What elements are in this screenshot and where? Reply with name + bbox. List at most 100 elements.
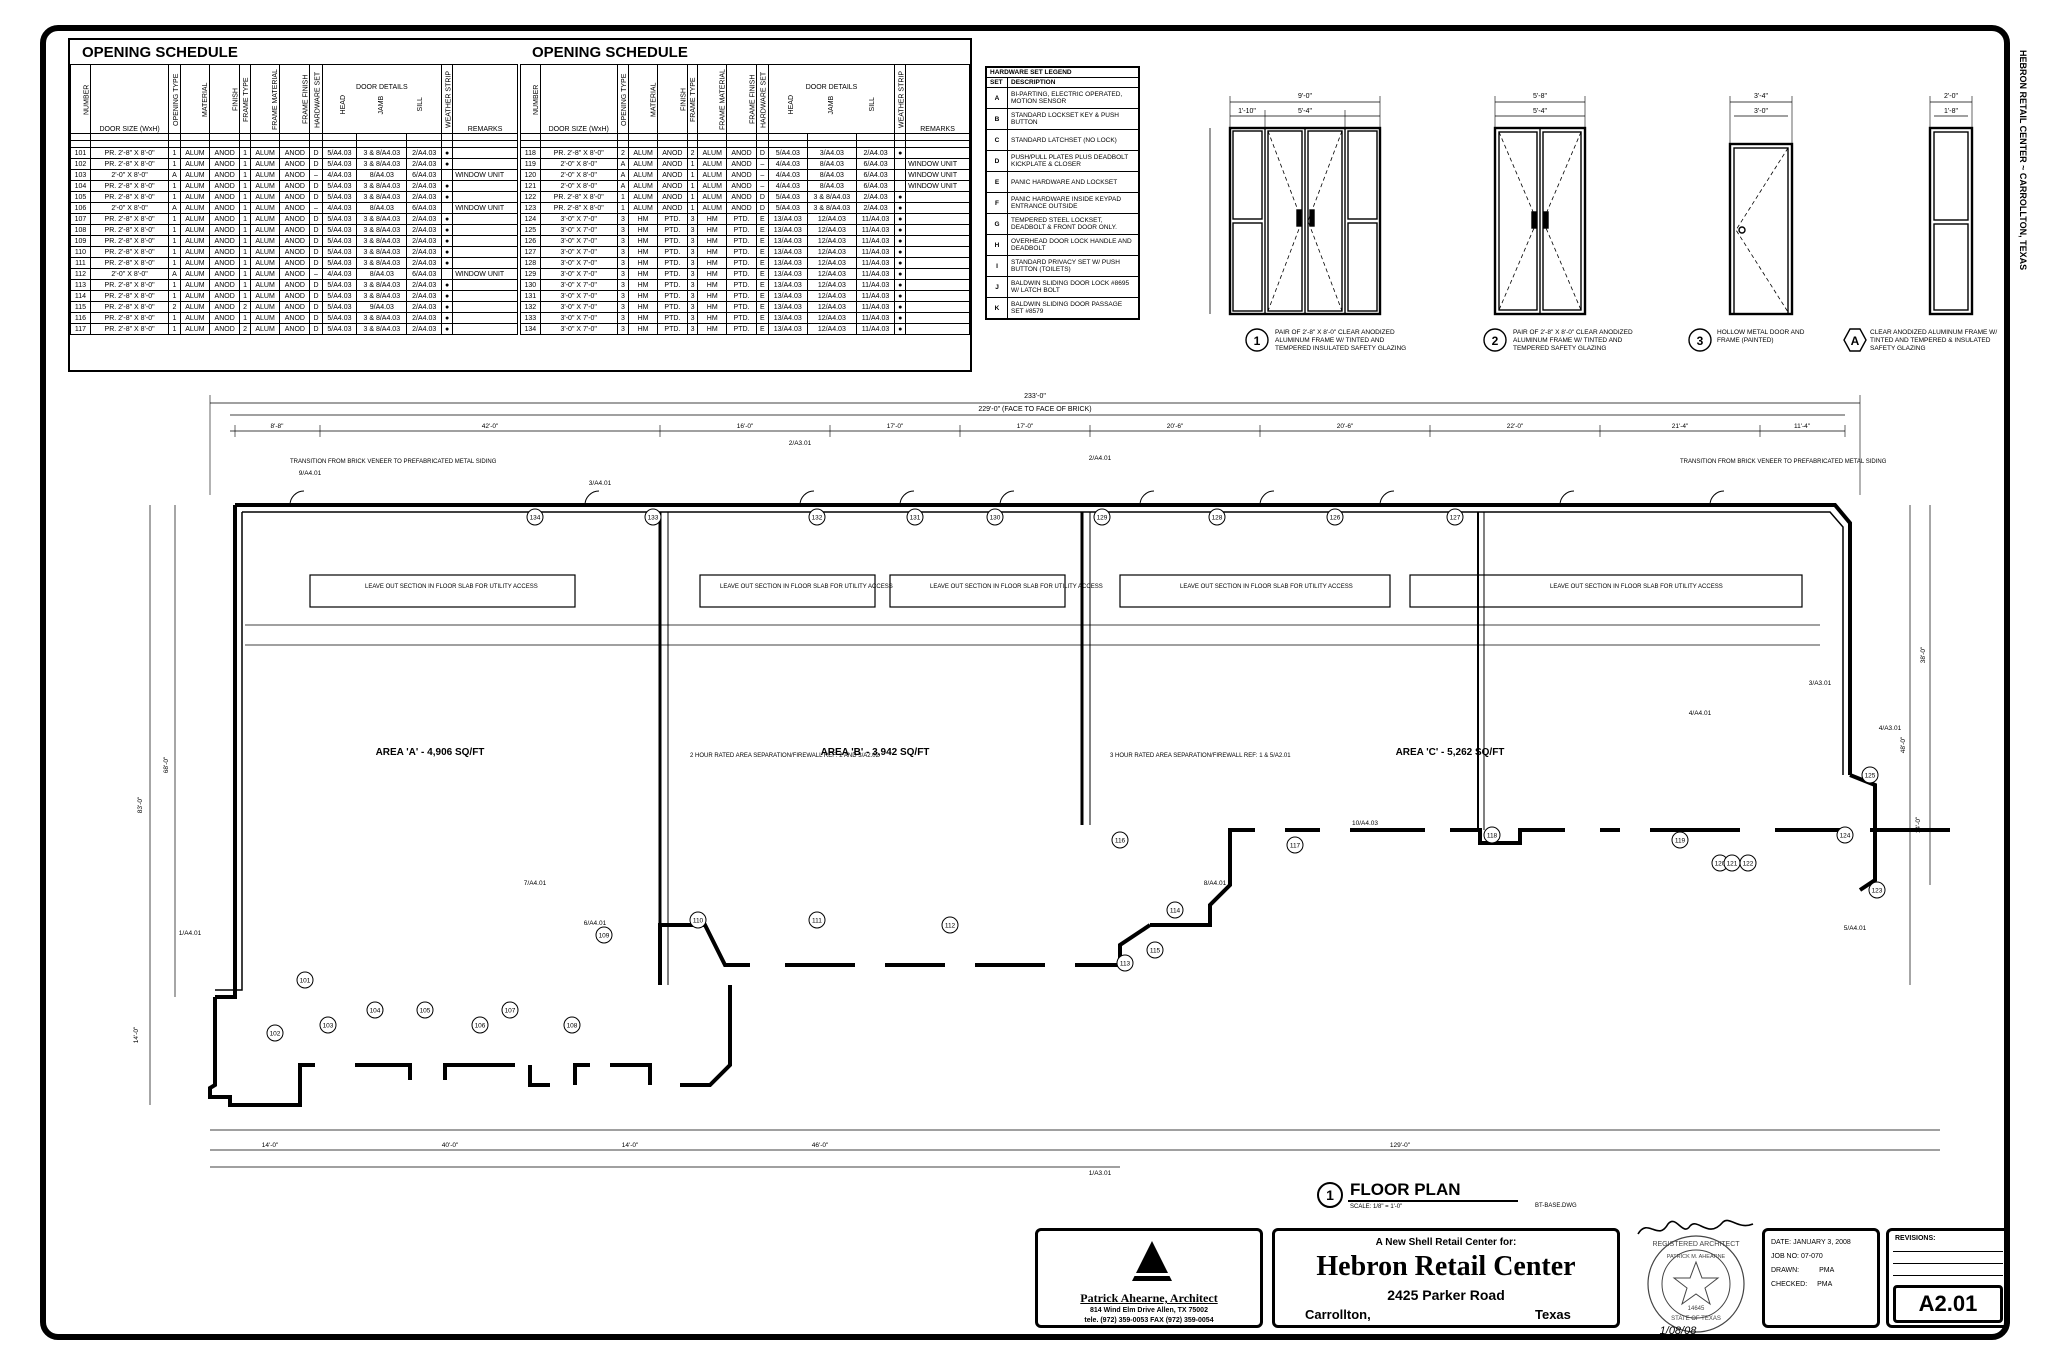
table-cell: ANOD: [209, 246, 241, 258]
schedule-header-head: HEAD: [787, 94, 795, 115]
table-cell: 2'-0" X 8'-0": [539, 180, 618, 192]
table-cell: ALUM: [697, 180, 728, 192]
table-cell: 13/A4.03: [767, 213, 808, 225]
schedule-header-head: HEAD: [340, 94, 348, 115]
table-cell: 8/A4.03: [806, 158, 857, 170]
table-cell: ●: [441, 158, 454, 170]
table-cell: 3 & 8/A4.03: [356, 290, 408, 302]
table-cell: 1: [686, 180, 699, 192]
table-cell: PR. 2'-8" X 8'-0": [89, 191, 170, 203]
table-cell: 3 & 8/A4.03: [356, 279, 408, 291]
slab-note-c2: LEAVE OUT SECTION IN FLOOR SLAB FOR UTIL…: [1550, 584, 1723, 590]
table-cell: ALUM: [179, 235, 211, 247]
elev2-note: PAIR OF 2'-8" X 8'-0" CLEAR ANODIZED ALU…: [1513, 329, 1633, 352]
table-cell: ALUM: [179, 202, 211, 214]
table-cell: A: [616, 158, 630, 170]
legend-description: BI-PARTING, ELECTRIC OPERATED, MOTION SE…: [1007, 87, 1140, 109]
table-cell: ANOD: [726, 169, 757, 181]
table-cell: ●: [894, 191, 907, 203]
table-cell: E: [755, 312, 769, 324]
left-dimension: 14'-0": [133, 1026, 140, 1043]
table-cell: ●: [894, 279, 907, 291]
table-cell: PR. 2'-8" X 8'-0": [539, 202, 618, 214]
table-cell: ALUM: [249, 312, 281, 324]
door-tag-circle: [986, 508, 1004, 526]
table-cell: [905, 257, 970, 269]
table-cell: 2/A4.03: [406, 147, 443, 159]
table-cell: ALUM: [697, 169, 728, 181]
top-dimension: 8'-8": [271, 423, 285, 430]
table-cell: 13/A4.03: [767, 235, 808, 247]
project-title-block: A New Shell Retail Center for: Hebron Re…: [1272, 1228, 1620, 1328]
table-cell: ALUM: [628, 158, 658, 170]
table-cell: ANOD: [279, 323, 311, 335]
table-cell: ALUM: [249, 180, 281, 192]
table-cell: 3 & 8/A4.03: [356, 191, 408, 203]
table-cell: 111: [70, 257, 91, 269]
table-cell: [441, 169, 454, 181]
table-cell: ANOD: [657, 147, 688, 159]
table-cell: 115: [70, 301, 91, 313]
table-cell: ●: [441, 257, 454, 269]
table-cell: 12/A4.03: [806, 290, 857, 302]
table-cell: 5/A4.03: [321, 257, 358, 269]
floor-plan-file: BT-BASE.DWG: [1535, 1203, 1577, 1209]
table-cell: 1: [168, 323, 181, 335]
schedule-header-finish: FINISH: [209, 64, 240, 134]
table-cell: 3: [616, 213, 630, 225]
table-cell: ANOD: [209, 235, 241, 247]
table-cell: 116: [70, 312, 91, 324]
table-cell: D: [309, 213, 323, 225]
elev1-overall-dim: 9'-0": [1298, 93, 1312, 100]
table-cell: 2/A4.03: [855, 147, 896, 159]
table-cell: ANOD: [657, 180, 688, 192]
table-cell: 4/A4.03: [767, 169, 808, 181]
table-cell: ALUM: [697, 202, 728, 214]
table-cell: 3: [616, 224, 630, 236]
table-cell: WINDOW UNIT: [452, 169, 518, 181]
table-cell: ANOD: [279, 301, 311, 313]
table-cell: ANOD: [279, 224, 311, 236]
table-cell: ANOD: [209, 323, 241, 335]
table-cell: 13/A4.03: [767, 279, 808, 291]
revisions-block: REVISIONS: A2.01: [1886, 1228, 2010, 1328]
table-cell: 3'-0" X 7'-0": [539, 312, 618, 324]
table-cell: 12/A4.03: [806, 224, 857, 236]
table-cell: 3/A4.03: [806, 147, 857, 159]
table-cell: E: [755, 290, 769, 302]
schedule-header-hardware-set: HARDWARE SET: [309, 64, 322, 134]
area-a-label: AREA 'A' - 4,906 SQ/FT: [376, 747, 485, 758]
door-tag-circle: [526, 508, 544, 526]
table-cell: [441, 202, 454, 214]
table-cell: ●: [441, 191, 454, 203]
slab-note-b1: LEAVE OUT SECTION IN FLOOR SLAB FOR UTIL…: [720, 584, 893, 590]
table-cell: 1: [168, 224, 181, 236]
table-cell: 4/A4.03: [321, 169, 358, 181]
right-dimension: 48'-0": [1900, 736, 1907, 753]
table-cell: HM: [697, 312, 728, 324]
project-state: Texas: [1535, 1307, 1571, 1322]
table-cell: 3'-0" X 7'-0": [539, 279, 618, 291]
table-cell: ANOD: [209, 301, 241, 313]
table-cell: E: [755, 301, 769, 313]
table-cell: 11/A4.03: [855, 279, 896, 291]
architect-phones: tele. (972) 359-0053 FAX (972) 359-0054: [1084, 1317, 1214, 1324]
table-cell: 12/A4.03: [806, 235, 857, 247]
table-cell: PTD.: [657, 257, 688, 269]
table-cell: ●: [894, 224, 907, 236]
door-tag-circle: [1739, 854, 1757, 872]
door-tag-circle: [266, 1024, 284, 1042]
table-cell: 127: [520, 246, 541, 258]
door-tag: 115: [1150, 947, 1161, 954]
table-cell: ANOD: [657, 202, 688, 214]
table-cell: 11/A4.03: [855, 323, 896, 335]
door-tag-circle: [941, 916, 959, 934]
table-cell: –: [309, 268, 323, 280]
